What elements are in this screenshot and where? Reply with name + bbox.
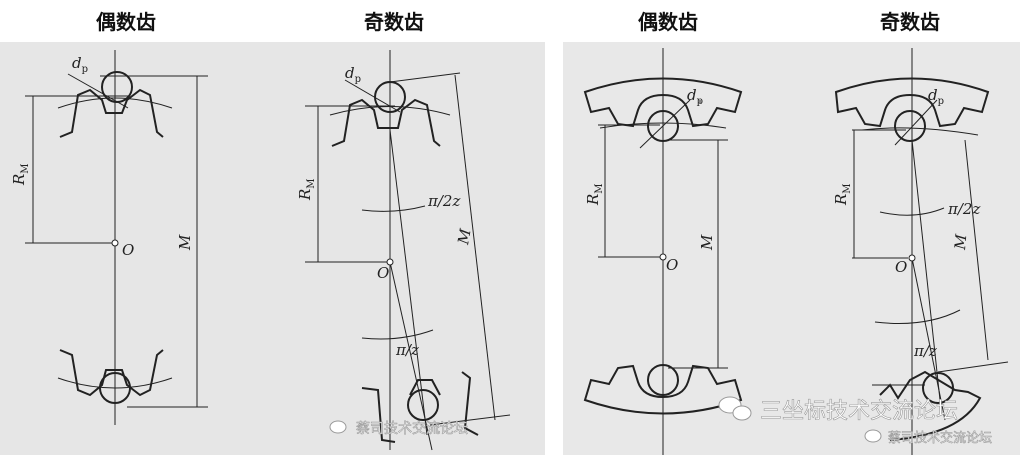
- half-angle-label: π/2z: [427, 192, 460, 210]
- rm-label: RM: [10, 163, 31, 186]
- watermark-main: 三坐标技术交流论坛: [760, 399, 958, 424]
- right-odd-title: 奇数齿: [880, 10, 940, 34]
- m-label: M: [698, 234, 716, 251]
- right-even-title: 偶数齿: [638, 10, 698, 34]
- dp-label: dp: [345, 64, 361, 85]
- dp-label: dp: [928, 86, 944, 107]
- o-label: O: [895, 258, 907, 276]
- m-label: M: [951, 233, 970, 252]
- o-label: O: [377, 264, 389, 282]
- o-label: O: [122, 241, 134, 259]
- left-panel-bg: [0, 42, 545, 455]
- left-odd-diagram: dp RM M O π/2z π/z: [296, 50, 511, 451]
- right-even-diagram: dp RM M O: [583, 48, 743, 455]
- dp-label: dp: [687, 86, 703, 107]
- full-angle-label: π/z: [395, 341, 419, 359]
- half-angle-label: π/2z: [947, 200, 980, 218]
- o-label: O: [666, 256, 678, 274]
- rm-label: RM: [296, 178, 317, 201]
- full-angle-label: π/z: [913, 342, 937, 360]
- left-even-title: 偶数齿: [96, 10, 156, 34]
- left-even-diagram: dp RM M O: [10, 50, 208, 425]
- dp-label: dp: [72, 54, 88, 75]
- rm-label: RM: [832, 183, 853, 206]
- m-label: M: [454, 227, 475, 247]
- left-odd-title: 奇数齿: [364, 10, 424, 34]
- right-odd-diagram: dp RM M O π/2z π/z: [832, 48, 1009, 455]
- watermark-small-left: 蔡司技术交流论坛: [356, 420, 468, 437]
- wechat-icon: [329, 396, 882, 443]
- center-point-o: [111, 239, 119, 247]
- rm-label: RM: [584, 183, 605, 206]
- m-label: M: [176, 234, 194, 251]
- watermark-small-right: 蔡司技术交流论坛: [888, 430, 992, 446]
